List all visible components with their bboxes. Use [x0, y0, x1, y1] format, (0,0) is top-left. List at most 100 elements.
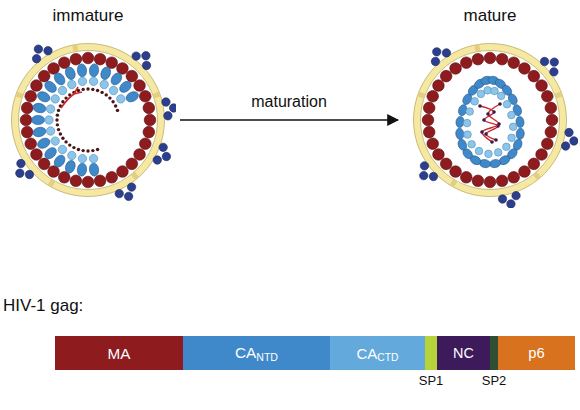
- capsid-ctd: [477, 90, 485, 98]
- envelope-glycoprotein: [164, 112, 172, 120]
- figure-title: immature: [53, 6, 124, 25]
- capsid-ctd: [45, 116, 53, 124]
- nucleocapsid: [497, 122, 501, 126]
- envelope-glycoprotein: [561, 142, 569, 150]
- matrix-protein: [545, 126, 557, 138]
- matrix-protein: [70, 175, 82, 187]
- capsid-ctd: [494, 149, 502, 157]
- matrix-protein: [21, 126, 33, 138]
- envelope: [15, 47, 161, 193]
- matrix-protein: [144, 114, 156, 126]
- matrix-protein: [545, 102, 557, 114]
- matrix-protein: [528, 158, 540, 170]
- rna-genome: [61, 87, 82, 108]
- matrix-protein: [433, 80, 445, 92]
- envelope-glycoprotein: [162, 98, 170, 106]
- capsid-ctd: [503, 143, 511, 151]
- nucleocapsid: [484, 132, 488, 136]
- matrix-protein: [460, 57, 472, 69]
- nucleocapsid: [55, 118, 58, 121]
- capsid-ntd: [99, 66, 112, 81]
- domain-subscript: CTD: [377, 352, 398, 363]
- domain-label: NC: [437, 336, 490, 370]
- envelope-glycoprotein: [25, 170, 33, 178]
- nucleocapsid: [492, 110, 496, 114]
- nucleocapsid: [480, 130, 484, 134]
- capsid-ntd: [89, 163, 100, 177]
- matrix-protein: [450, 166, 462, 178]
- envelope-glycoprotein: [431, 57, 439, 65]
- gag-domain: CACTD: [330, 336, 425, 370]
- nucleocapsid: [56, 123, 59, 126]
- virion-figure: immature: [0, 6, 176, 208]
- matrix-protein: [25, 90, 37, 102]
- nucleocapsid: [116, 109, 119, 112]
- domain-name: CA: [235, 344, 256, 362]
- envelope-glycoprotein: [17, 159, 25, 167]
- envelope-glycoprotein: [565, 128, 573, 136]
- nucleocapsid: [490, 140, 494, 144]
- gag-domain: NC: [437, 336, 490, 370]
- nucleocapsid: [494, 138, 498, 142]
- envelope-glycoprotein: [570, 137, 578, 145]
- envelope-glycoprotein: [159, 143, 167, 151]
- capsid-ntd: [32, 115, 45, 124]
- envelope-glycoprotein: [32, 55, 40, 63]
- matrix-protein: [508, 171, 520, 183]
- matrix-protein: [21, 102, 33, 114]
- capsid-ntd: [457, 138, 469, 151]
- virion-illustration: [414, 44, 579, 209]
- matrix-protein: [440, 70, 452, 82]
- matrix-protein: [423, 126, 435, 138]
- capsid-ntd: [77, 63, 88, 77]
- membrane-protein: [535, 173, 539, 178]
- capsid-ctd: [509, 123, 517, 131]
- envelope-glycoprotein: [498, 195, 506, 203]
- capsid-ctd: [497, 92, 505, 100]
- matrix-protein: [519, 166, 531, 178]
- nucleocapsid: [77, 148, 80, 151]
- nucleocapsid: [72, 146, 75, 149]
- matrix-protein: [94, 53, 106, 65]
- maturation-arrow: [180, 119, 398, 121]
- envelope-glycoprotein: [115, 189, 123, 197]
- nucleocapsid: [57, 128, 60, 131]
- capsid-ntd: [64, 66, 77, 81]
- capsid-ctd: [51, 95, 59, 103]
- matrix-protein: [541, 138, 553, 150]
- capsid-ctd: [109, 86, 117, 94]
- gag-domain: CANTD: [183, 336, 330, 370]
- matrix-protein: [143, 102, 155, 114]
- domain-label: CANTD: [183, 336, 330, 370]
- domain-label: CACTD: [330, 336, 425, 370]
- matrix-protein: [484, 52, 496, 64]
- envelope-glycoprotein: [162, 152, 170, 160]
- matrix-protein: [38, 70, 50, 82]
- spacer-peptide-label: SP1: [419, 373, 444, 388]
- domain-name: MA: [108, 345, 131, 362]
- envelope-edge: [421, 51, 560, 190]
- domain-name: p6: [528, 345, 544, 361]
- matrix-protein: [139, 138, 151, 150]
- nucleocapsid: [59, 132, 62, 135]
- nucleocapsid: [91, 88, 94, 91]
- envelope-glycoprotein: [429, 172, 437, 180]
- matrix-protein: [427, 138, 439, 150]
- capsid-ctd: [468, 141, 476, 149]
- nucleocapsid: [478, 104, 482, 108]
- membrane-protein: [418, 94, 425, 96]
- matrix-protein: [528, 70, 540, 82]
- nucleocapsid: [482, 118, 486, 122]
- envelope-edge: [19, 51, 158, 190]
- capsid-ctd: [68, 151, 76, 159]
- membrane-protein: [75, 45, 76, 52]
- capsid-ctd: [78, 77, 86, 85]
- membrane-protein: [153, 94, 160, 96]
- matrix-protein: [126, 70, 138, 82]
- capsid-ctd: [464, 131, 472, 139]
- envelope-glycoprotein: [540, 57, 548, 65]
- capsid-ctd: [484, 87, 492, 95]
- capsid-ctd: [68, 80, 76, 88]
- spacer-peptide-label: SP2: [482, 373, 507, 388]
- capsid-ctd: [58, 86, 66, 94]
